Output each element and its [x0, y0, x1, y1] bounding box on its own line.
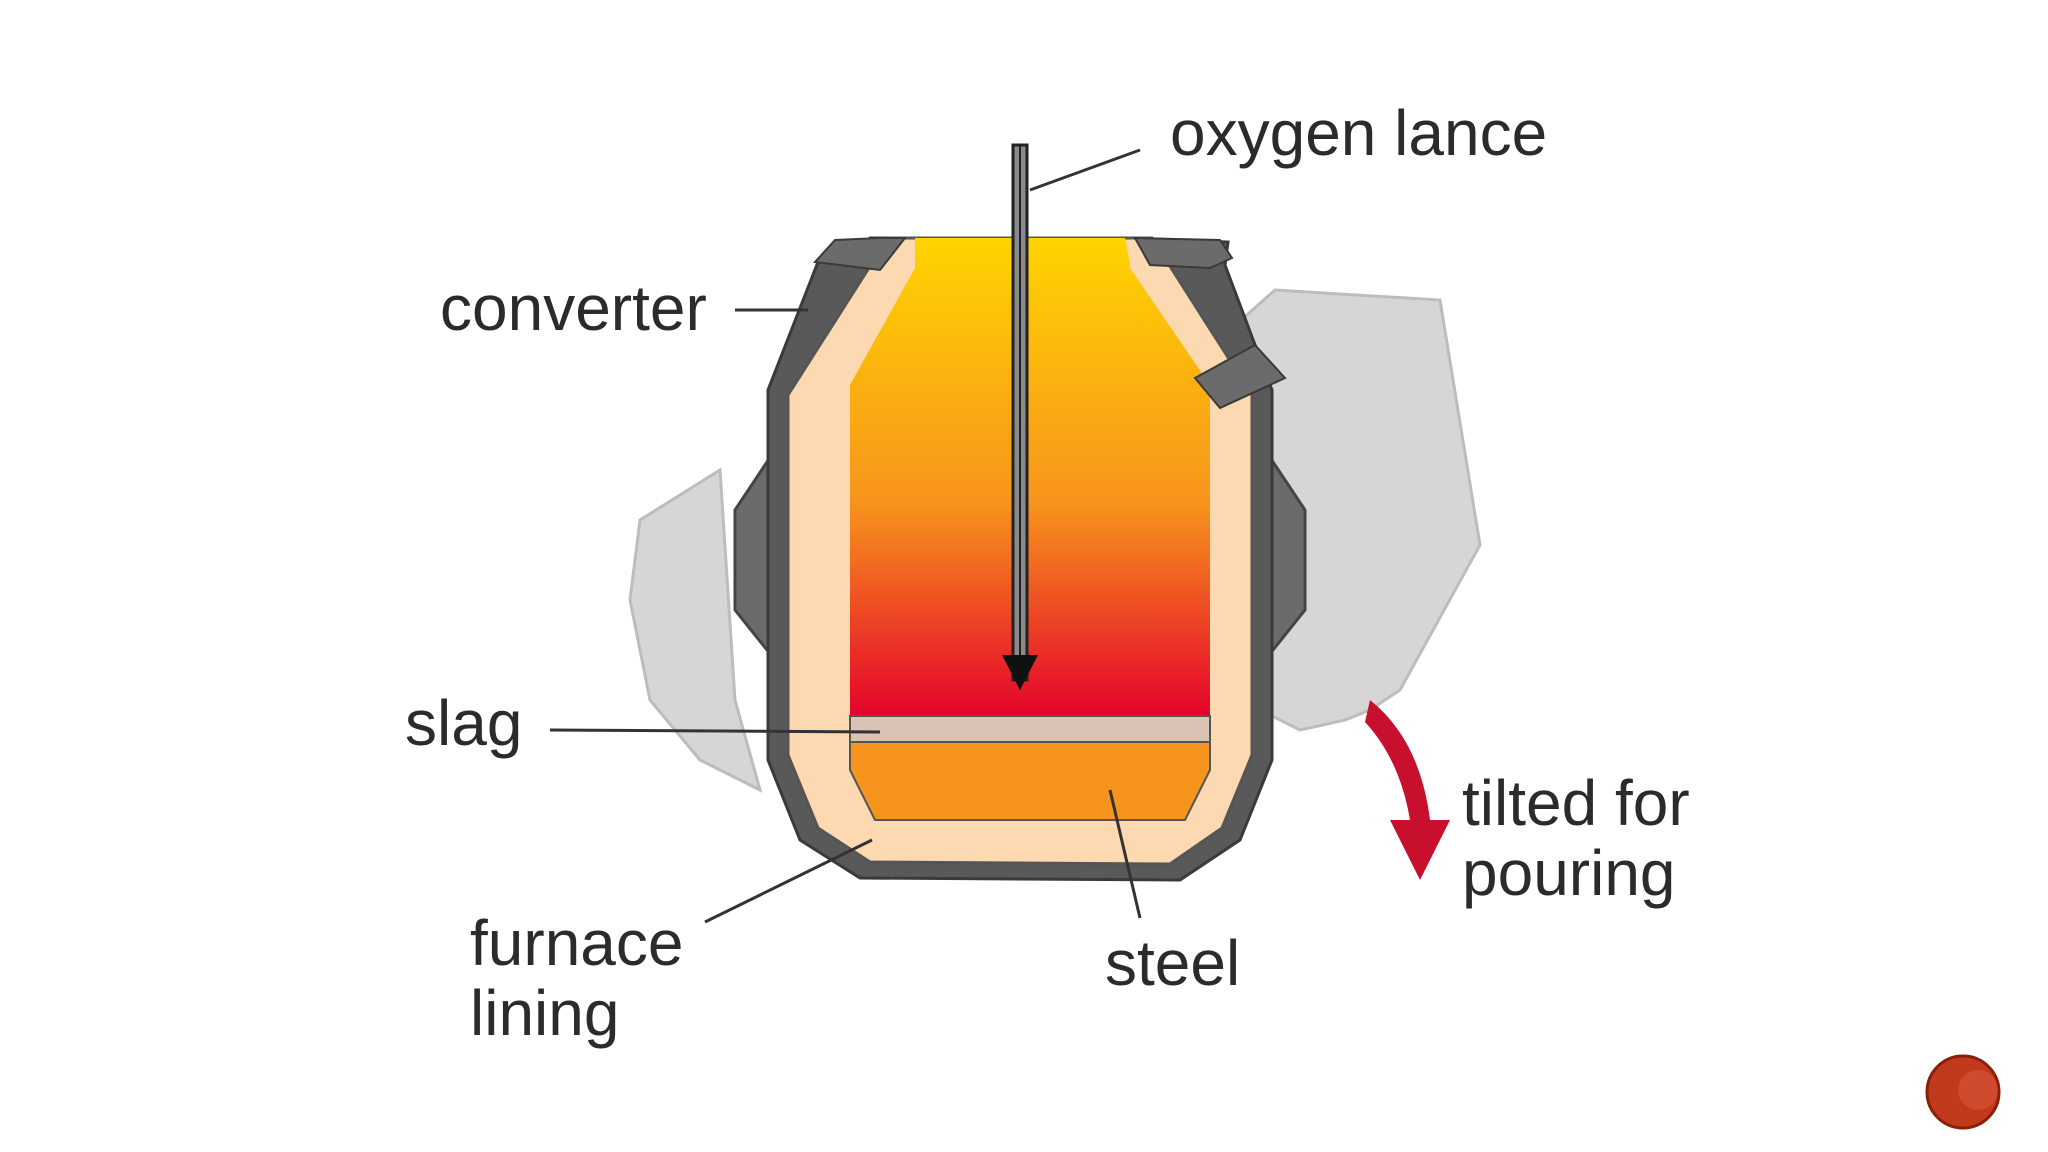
tap-hole [1193, 343, 1287, 410]
label-steel: steel [1105, 927, 1240, 999]
oxygen-lance [1002, 143, 1038, 690]
steel-pool [849, 741, 1211, 821]
lance-arrowhead-icon [1002, 655, 1038, 690]
label-converter: converter [440, 272, 707, 344]
label-slag: slag [405, 687, 522, 759]
molten-metal [850, 238, 1210, 720]
label-furnace-line2: lining [470, 977, 619, 1049]
label-oxygen-lance: oxygen lance [1170, 97, 1547, 169]
red-circle-logo-icon [1925, 1054, 2001, 1130]
leader-steel [1108, 789, 1142, 919]
tilt-arrow-icon [1365, 700, 1450, 880]
slag-layer [849, 715, 1211, 743]
leader-slag [549, 728, 881, 734]
label-tilted-line1: tilted for [1462, 767, 1690, 839]
label-tilted-line2: pouring [1462, 837, 1676, 909]
leader-furnace-lining [704, 838, 873, 924]
leader-oxygen-lance [1029, 148, 1141, 192]
label-furnace-line1: furnace [470, 907, 683, 979]
